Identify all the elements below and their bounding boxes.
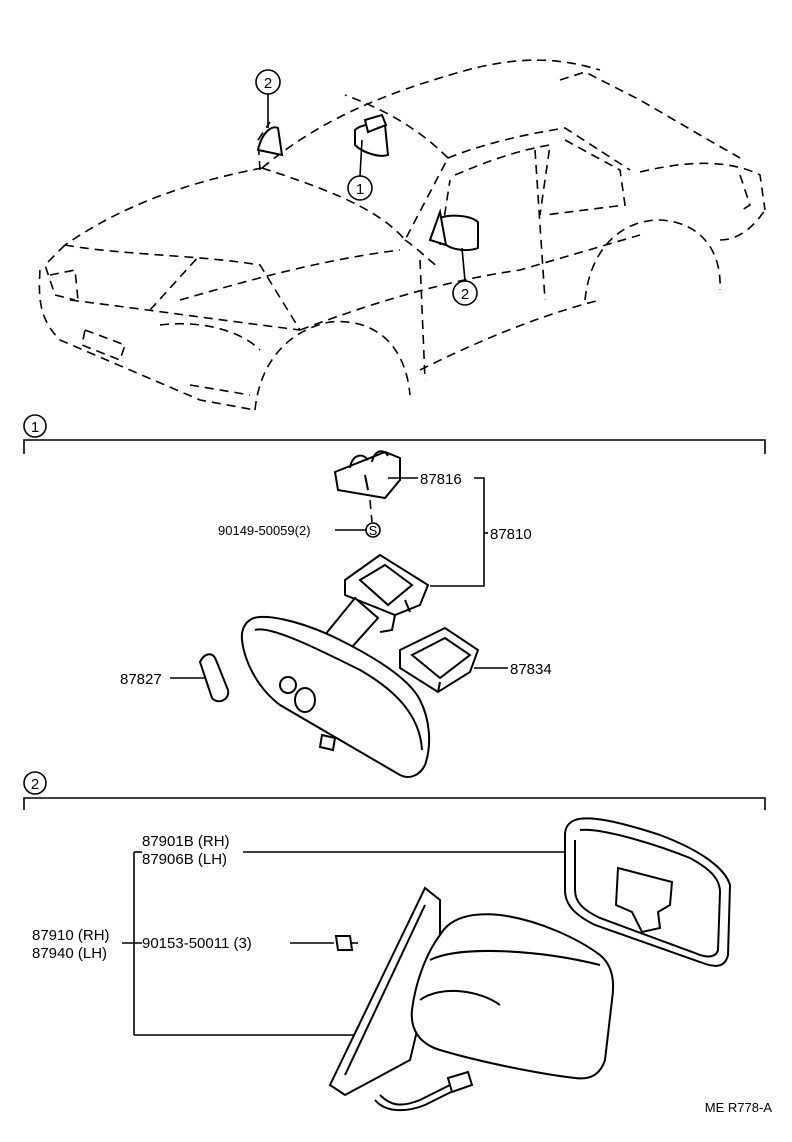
svg-text:87816: 87816 — [420, 471, 462, 488]
label-87901b: 87901B (RH) — [142, 833, 230, 850]
label-87906b: 87906B (LH) — [142, 851, 565, 868]
label-90153: 90153-50011 (3) — [142, 935, 334, 952]
section1-header: 1 — [23, 414, 766, 454]
label-87910: 87910 (RH) — [32, 927, 110, 944]
mirror-glass — [564, 817, 732, 967]
clip-dash-line — [369, 499, 373, 523]
screw-90153 — [334, 935, 358, 951]
inner-mirror-assembly — [240, 553, 431, 778]
callout-windshield: 2 — [255, 69, 281, 128]
label-90149: 90149-50059(2) — [218, 523, 366, 538]
svg-text:1: 1 — [356, 181, 364, 198]
car-outline — [38, 59, 766, 411]
svg-text:2: 2 — [461, 286, 469, 303]
windshield-trim-piece — [256, 126, 284, 157]
clip-87816 — [333, 450, 401, 500]
label-87834: 87834 — [474, 661, 552, 678]
lens-87834 — [399, 626, 480, 694]
svg-text:87940 (LH): 87940 (LH) — [32, 945, 107, 962]
label-87827: 87827 — [120, 671, 205, 688]
callout-door-mirror: 2 — [452, 247, 478, 306]
callout-inner-mirror: 1 — [347, 139, 373, 201]
diagram-code: ME R778-A — [705, 1100, 773, 1115]
svg-text:87910 (RH): 87910 (RH) — [32, 927, 110, 944]
label-87940: 87940 (LH) — [32, 945, 107, 962]
screw-s: S — [365, 522, 381, 538]
svg-text:S: S — [369, 523, 378, 538]
label-87810: 87810 — [484, 526, 532, 543]
section2-leader-tree — [122, 851, 355, 1036]
svg-text:1: 1 — [31, 419, 39, 436]
car-door-mirror — [428, 208, 479, 252]
svg-text:87901B (RH): 87901B (RH) — [142, 833, 230, 850]
svg-text:2: 2 — [31, 776, 39, 793]
car-inner-mirror — [354, 113, 390, 157]
svg-text:87834: 87834 — [510, 661, 552, 678]
door-mirror-housing — [328, 886, 615, 1112]
svg-text:90153-50011 (3): 90153-50011 (3) — [142, 935, 252, 952]
svg-text:90149-50059(2): 90149-50059(2) — [218, 523, 311, 538]
section2-header: 2 — [23, 771, 766, 810]
svg-text:87810: 87810 — [490, 526, 532, 543]
svg-text:87827: 87827 — [120, 671, 162, 688]
svg-text:2: 2 — [264, 75, 272, 92]
bulb-87827 — [198, 653, 230, 703]
svg-text:87906B (LH): 87906B (LH) — [142, 851, 227, 868]
label-87816: 87816 — [388, 471, 485, 587]
